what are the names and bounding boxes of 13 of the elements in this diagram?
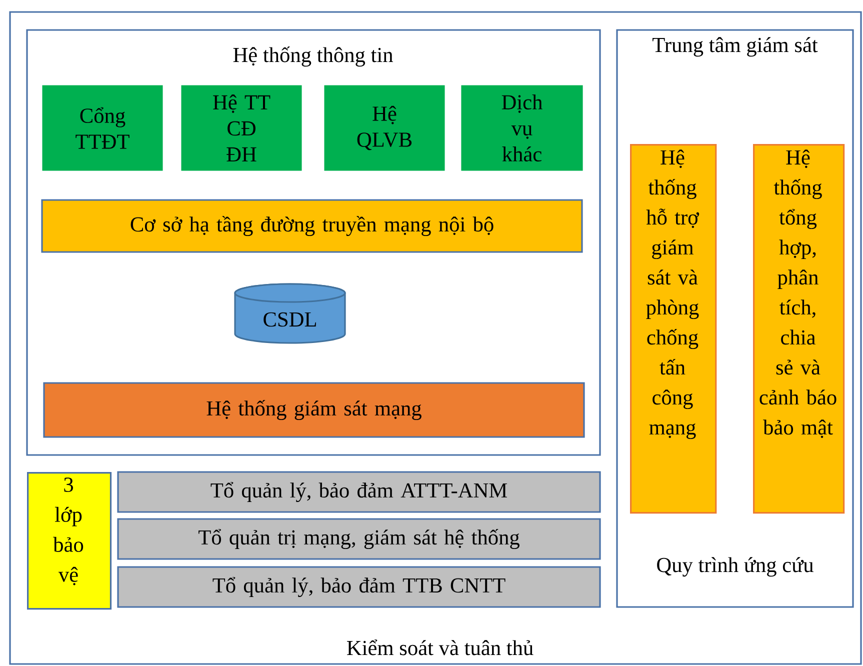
module-box: Hệ TT CĐ ĐH [181,85,302,171]
layer-bar: Cơ sở hạ tầng đường truyền mạng nội bộ [41,199,583,253]
label-box: 3 lớp bảo vệ [27,472,112,610]
module-box: Hệ QLVB [324,85,445,171]
team-bar: Tổ quản trị mạng, giám sát hệ thống [117,518,601,560]
layer-bar: Hệ thống giám sát mạng [43,382,585,438]
module-box: Dịch vụ khác [461,85,583,171]
team-bar: Tổ quản lý, bảo đảm ATTT-ANM [117,471,601,513]
system-box: Hệ thống hỗ trợ giám sát và phòng chống tấn công mạng [630,144,717,514]
team-bar: Tổ quản lý, bảo đảm TTB CNTT [117,566,601,608]
database-cylinder: CSDL [234,283,346,344]
module-box: Cổng TTĐT [42,85,163,171]
system-box: Hệ thống tổng hợp, phân tích, chia sẻ và cảnh báo bảo mật [753,144,845,514]
